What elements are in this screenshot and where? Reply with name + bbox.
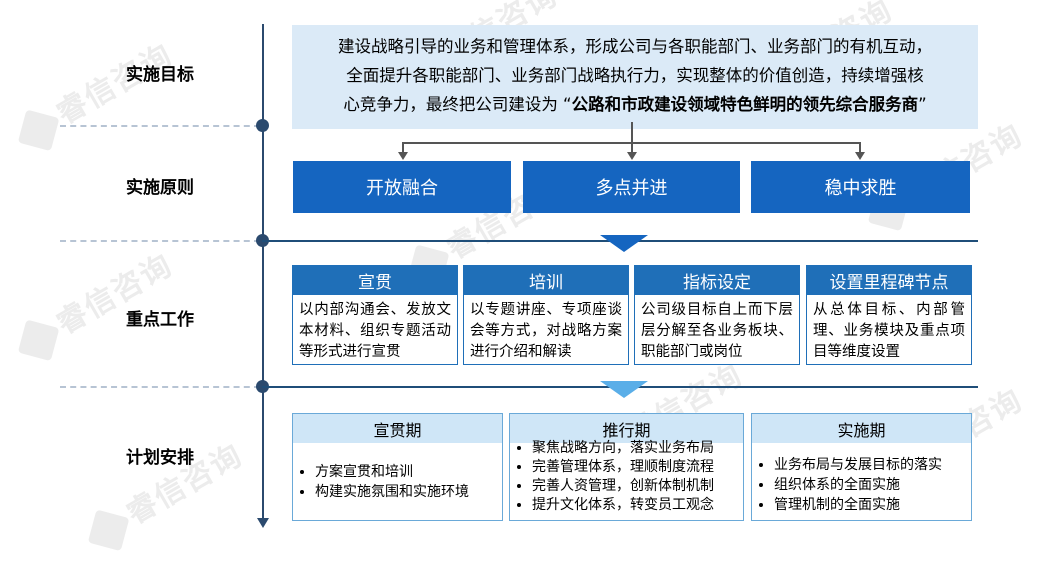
- plan-item: 组织体系的全面实施: [774, 475, 971, 495]
- card-title: 指标设定: [635, 266, 799, 297]
- row-label-goal: 实施目标: [126, 65, 194, 85]
- watermark-logo-icon: [87, 509, 130, 551]
- plan-item: 完善管理体系，理顺制度流程: [532, 458, 743, 477]
- connector: [402, 142, 404, 153]
- plan-card: 宣贯期 方案宣贯和培训 构建实施氛围和实施环境: [292, 413, 503, 521]
- row-label-plan: 计划安排: [126, 448, 194, 468]
- watermark: 睿信咨询: [10, 240, 179, 363]
- timeline-arrow-icon: [257, 518, 269, 528]
- goal-text: 心竞争力，最终把公司建设为 “: [343, 95, 572, 114]
- principle-box: 开放融合: [293, 161, 511, 213]
- section-triangle-icon: [600, 381, 648, 398]
- goal-box: 建设战略引导的业务和管理体系，形成公司与各职能部门、业务部门的有机互动， 全面提…: [292, 25, 978, 129]
- goal-line: 心竞争力，最终把公司建设为 “公路和市政建设领域特色鲜明的领先综合服务商”: [296, 90, 974, 119]
- goal-highlight: 公路和市政建设领域特色鲜明的领先综合服务商: [571, 95, 919, 114]
- connector: [631, 142, 633, 153]
- goal-text: ”: [918, 95, 927, 114]
- watermark-logo-icon: [17, 109, 60, 151]
- plan-title: 宣贯期: [293, 414, 502, 443]
- plan-item: 完善人资管理，创新体制机制: [532, 477, 743, 496]
- arrow-down-icon: [855, 152, 865, 160]
- goal-line: 建设战略引导的业务和管理体系，形成公司与各职能部门、业务部门的有机互动，: [338, 37, 932, 56]
- arrow-down-icon: [398, 152, 408, 160]
- plan-item: 聚焦战略方向，落实业务布局: [532, 439, 743, 458]
- plan-item: 提升文化体系，转变员工观念: [532, 496, 743, 515]
- card-body: 以专题讲座、专项座谈会等方式，对战略方案进行介绍和解读: [470, 302, 622, 360]
- arrow-down-icon: [627, 152, 637, 160]
- row-divider: [60, 386, 260, 388]
- timeline-node: [256, 119, 269, 132]
- row-divider: [60, 240, 260, 242]
- plan-title: 推行期: [510, 414, 743, 443]
- connector: [631, 122, 633, 143]
- principle-box: 多点并进: [523, 161, 740, 213]
- plan-item: 管理机制的全面实施: [774, 495, 971, 515]
- watermark-logo-icon: [17, 319, 60, 361]
- plan-item: 业务布局与发展目标的落实: [774, 455, 971, 475]
- principle-box: 稳中求胜: [751, 161, 970, 213]
- connector: [859, 142, 861, 153]
- goal-line: 全面提升各职能部门、业务部门战略执行力，实现整体的价值创造，持续增强核: [346, 66, 924, 85]
- watermark: 睿信咨询: [10, 30, 179, 153]
- section-triangle-icon: [600, 235, 648, 252]
- card-title: 培训: [464, 266, 628, 297]
- plan-item: 方案宣贯和培训: [315, 462, 502, 482]
- card-body: 从总体目标、内部管理、业务模块及重点项目等维度设置: [813, 302, 965, 360]
- card-body: 公司级目标自上而下层层分解至各业务板块、职能部门或岗位: [641, 302, 793, 360]
- key-work-card: 指标设定 公司级目标自上而下层层分解至各业务板块、职能部门或岗位: [634, 265, 800, 365]
- plan-card: 实施期 业务布局与发展目标的落实 组织体系的全面实施 管理机制的全面实施: [751, 413, 972, 521]
- plan-item: 构建实施氛围和实施环境: [315, 482, 502, 502]
- plan-card: 推行期 聚焦战略方向，落实业务布局 完善管理体系，理顺制度流程 完善人资管理，创…: [509, 413, 744, 521]
- key-work-card: 设置里程碑节点 从总体目标、内部管理、业务模块及重点项目等维度设置: [806, 265, 972, 365]
- plan-title: 实施期: [752, 414, 971, 443]
- row-label-principle: 实施原则: [126, 178, 194, 198]
- row-divider: [60, 125, 260, 127]
- timeline-axis: [262, 24, 264, 520]
- row-label-key-work: 重点工作: [126, 310, 194, 330]
- card-title: 设置里程碑节点: [807, 266, 971, 297]
- key-work-card: 培训 以专题讲座、专项座谈会等方式，对战略方案进行介绍和解读: [463, 265, 629, 365]
- card-body: 以内部沟通会、发放文本材料、组织专题活动等形式进行宣贯: [299, 302, 451, 360]
- card-title: 宣贯: [293, 266, 457, 297]
- key-work-card: 宣贯 以内部沟通会、发放文本材料、组织专题活动等形式进行宣贯: [292, 265, 458, 365]
